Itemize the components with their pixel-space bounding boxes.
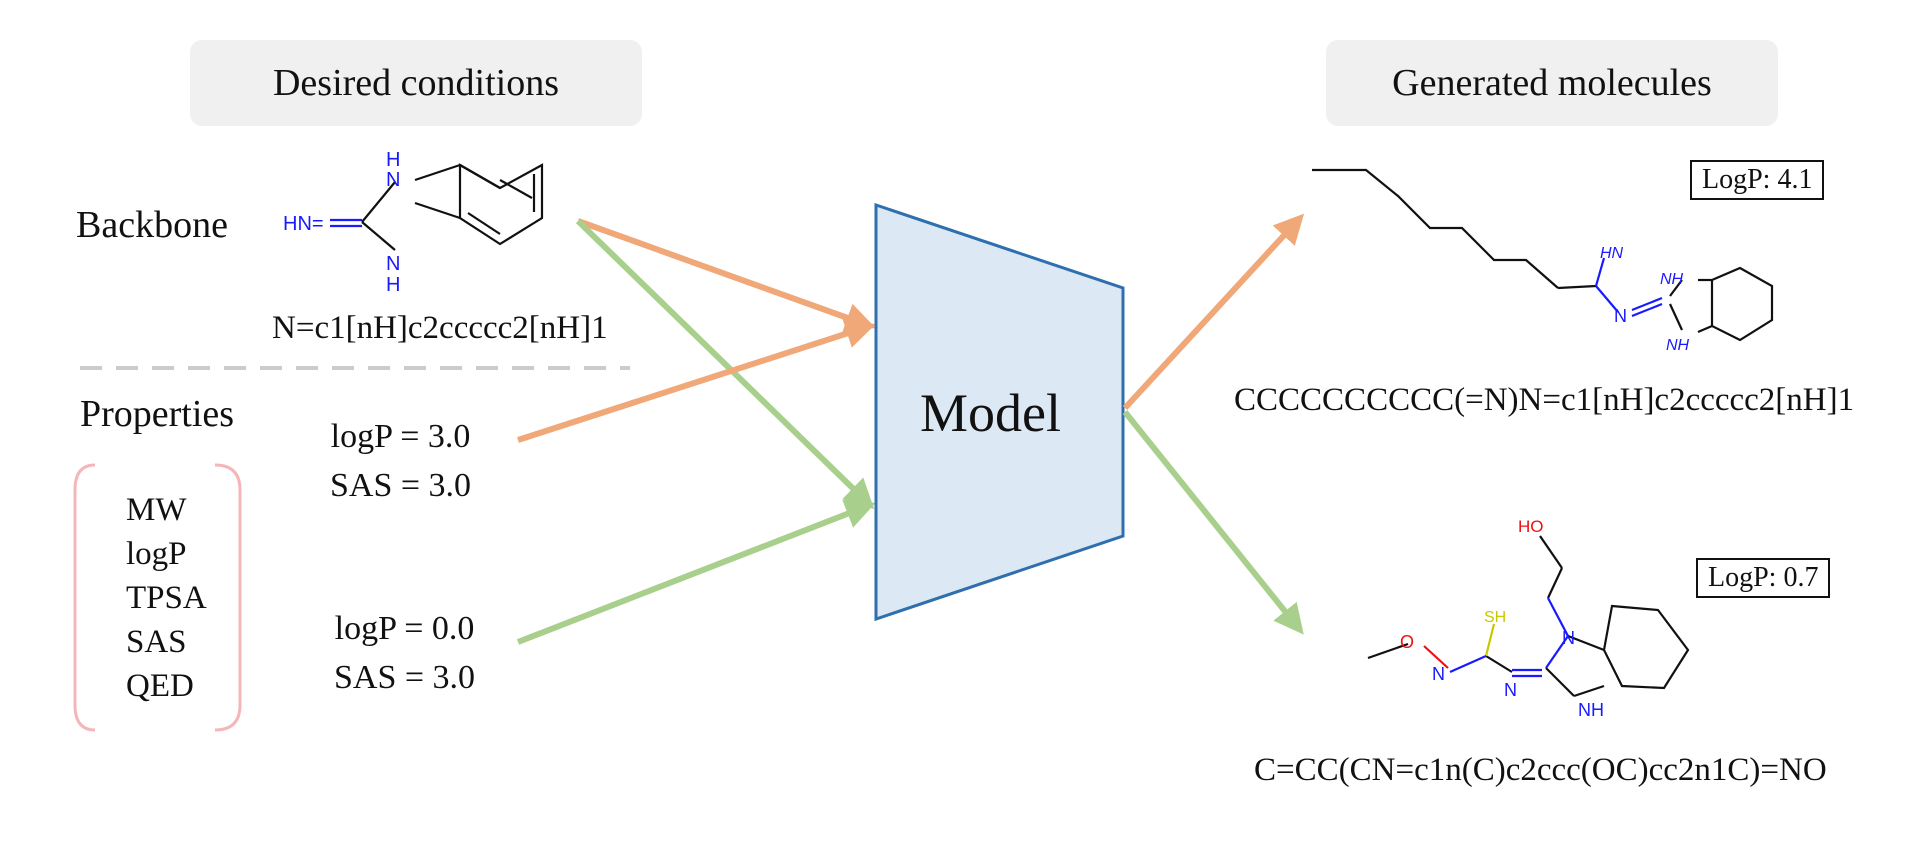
properties-bracket-left: [73, 463, 96, 732]
molecule2-atom-n2: N: [1504, 680, 1517, 700]
backbone-label: Backbone: [76, 204, 228, 246]
header-generated-molecules: Generated molecules: [1326, 40, 1778, 126]
output-2-logp-badge: LogP: 0.7: [1696, 558, 1831, 598]
arrow-backbone-green: [575, 218, 875, 510]
property-item-sas: SAS: [126, 624, 187, 660]
condition-2-logp: logP = 0.0: [334, 610, 475, 647]
arrow-output-orange: [1122, 213, 1305, 411]
properties-bracket-right: [214, 463, 242, 732]
backbone-smiles: N=c1[nH]c2ccccc2[nH]1: [272, 310, 608, 346]
header-generated-molecules-text: Generated molecules: [1392, 62, 1712, 104]
backbone-atom-n-top: N: [386, 169, 400, 191]
property-item-qed: QED: [126, 668, 194, 704]
condition-1-logp: logP = 3.0: [330, 418, 471, 455]
molecule2-atom-ho: HO: [1518, 517, 1544, 536]
arrow-condition1-orange: [517, 319, 876, 443]
property-item-mw: MW: [126, 492, 187, 528]
property-item-tpsa: TPSA: [126, 580, 207, 616]
property-item-logp: logP: [126, 536, 187, 572]
backbone-atom-h-bottom: H: [386, 274, 400, 296]
arrow-backbone-orange: [576, 218, 876, 332]
backbone-atom-n-bottom: N: [386, 253, 400, 275]
molecule1-atom-nh-top: NH: [1660, 271, 1684, 288]
molecule1-atom-hn: HN: [1600, 245, 1624, 262]
output-1-smiles: CCCCCCCCCC(=N)N=c1[nH]c2ccccc2[nH]1: [1234, 382, 1855, 418]
output-1-logp-badge: LogP: 4.1: [1690, 160, 1825, 200]
arrow-output-green: [1122, 410, 1304, 635]
generated-molecule-2: [1367, 535, 1690, 698]
arrow-condition2-green: [516, 499, 876, 645]
model-label: Model: [920, 383, 1061, 443]
molecule2-atom-sh: SH: [1484, 609, 1506, 626]
condition-2: logP = 0.0 SAS = 3.0: [334, 604, 475, 702]
backbone-molecule: [330, 163, 544, 251]
molecule2-atom-n3: N: [1562, 628, 1575, 648]
properties-label: Properties: [80, 393, 235, 435]
header-desired-conditions-text: Desired conditions: [272, 62, 559, 104]
condition-1-sas: SAS = 3.0: [330, 467, 472, 504]
generated-molecule-1: [1312, 168, 1774, 342]
backbone-atom-h-top: H: [386, 149, 400, 171]
molecule2-atom-o: O: [1400, 632, 1414, 652]
properties-list: MW logP TPSA SAS QED: [126, 488, 207, 708]
molecule1-atom-nh-bottom: NH: [1666, 337, 1690, 354]
output-2-smiles: C=CC(CN=c1n(C)c2ccc(OC)cc2n1C)=NO: [1254, 752, 1827, 788]
molecule1-atom-n: N: [1614, 306, 1627, 326]
header-desired-conditions: Desired conditions: [190, 40, 642, 126]
condition-1: logP = 3.0 SAS = 3.0: [330, 412, 471, 510]
backbone-atom-imine: HN=: [283, 213, 324, 235]
condition-2-sas: SAS = 3.0: [334, 659, 476, 696]
molecule2-atom-nh: NH: [1578, 700, 1604, 720]
molecule2-atom-n1: N: [1432, 664, 1445, 684]
model-block: [874, 202, 1125, 622]
